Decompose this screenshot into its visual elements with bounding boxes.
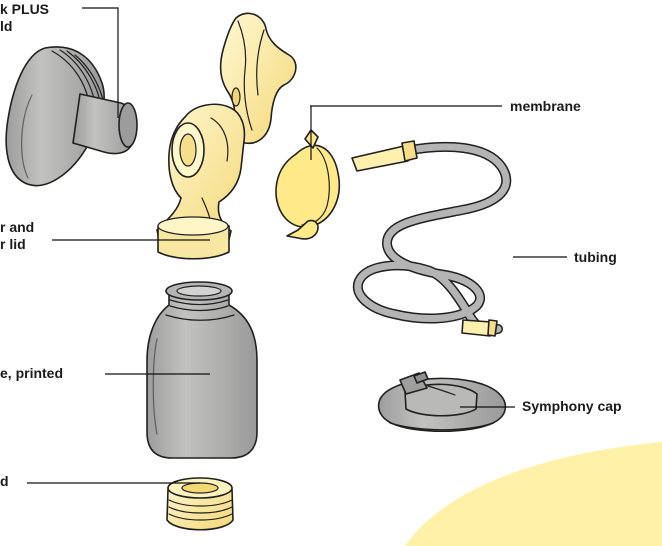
connector-label: r and r lid: [0, 219, 38, 252]
base-label: d: [0, 473, 9, 489]
membrane-icon: [276, 130, 339, 239]
tubing-label: tubing: [574, 249, 617, 265]
symphony-cap-icon: [379, 372, 506, 431]
connector-label-line-2: r lid: [0, 236, 26, 252]
bottle-icon: [147, 282, 257, 458]
breastshield-label-line-2: ld: [0, 18, 12, 34]
breastshield-label-line-1: k PLUS: [0, 1, 49, 17]
membrane-label: membrane: [510, 98, 581, 114]
symphony-cap-label: Symphony cap: [522, 398, 622, 414]
connector-label-line-1: r and: [0, 219, 34, 235]
base-ring-icon: [167, 478, 233, 530]
background-accent-shape: [405, 442, 662, 546]
connector-icon: [157, 13, 296, 258]
breastshield-label: k PLUS ld: [0, 1, 53, 34]
breastshield-icon: [6, 47, 137, 186]
tubing-icon: [352, 141, 506, 336]
bottle-label: e, printed: [0, 365, 63, 381]
